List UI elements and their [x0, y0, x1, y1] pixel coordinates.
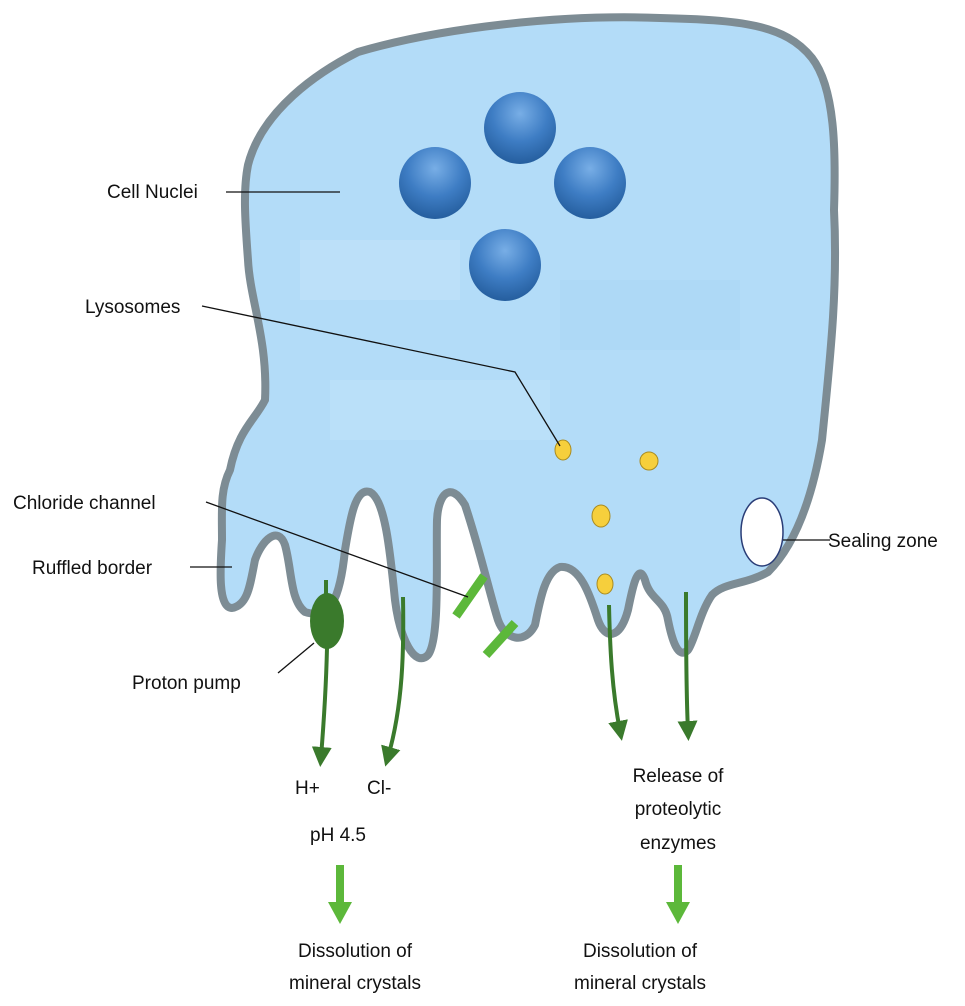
lysosome — [640, 452, 658, 470]
label-chloride-channel: Chloride channel — [13, 493, 156, 514]
lysosome — [555, 440, 571, 460]
texture-patch — [330, 380, 550, 440]
label-cl-minus: Cl- — [367, 778, 391, 799]
label-sealing-zone: Sealing zone — [828, 531, 938, 552]
lysosome — [597, 574, 613, 594]
label-cell-nuclei: Cell Nuclei — [107, 182, 198, 203]
enzyme-arrow-right — [686, 592, 688, 731]
label-dissolution-right-line2: mineral crystals — [574, 973, 706, 994]
texture-patch — [300, 240, 460, 300]
label-dissolution-left-line1: Dissolution of — [298, 941, 413, 962]
chloride-channel-bar — [456, 576, 484, 616]
leader-line-proton-pump — [278, 643, 314, 673]
texture-patch — [560, 280, 740, 350]
nucleus-left — [399, 147, 471, 219]
label-lysosomes: Lysosomes — [85, 297, 180, 318]
label-h-plus: H+ — [295, 778, 320, 799]
label-ph: pH 4.5 — [310, 825, 366, 846]
nucleus-bottom — [469, 229, 541, 301]
proton-pump-icon — [310, 593, 344, 649]
label-dissolution-left-line2: mineral crystals — [289, 973, 421, 994]
h-plus-arrow — [321, 648, 327, 757]
sealing-zone-oval — [741, 498, 783, 566]
label-release-line2: proteolytic — [635, 799, 722, 820]
label-ruffled-border: Ruffled border — [32, 558, 153, 579]
lysosome — [592, 505, 610, 527]
label-release-line3: enzymes — [640, 833, 716, 854]
label-release-line1: Release of — [633, 766, 725, 787]
nucleus-right — [554, 147, 626, 219]
label-dissolution-right-line1: Dissolution of — [583, 941, 698, 962]
dissolution-arrow-left — [328, 865, 352, 924]
dissolution-arrow-right — [666, 865, 690, 924]
nucleus-top — [484, 92, 556, 164]
label-proton-pump: Proton pump — [132, 673, 241, 694]
